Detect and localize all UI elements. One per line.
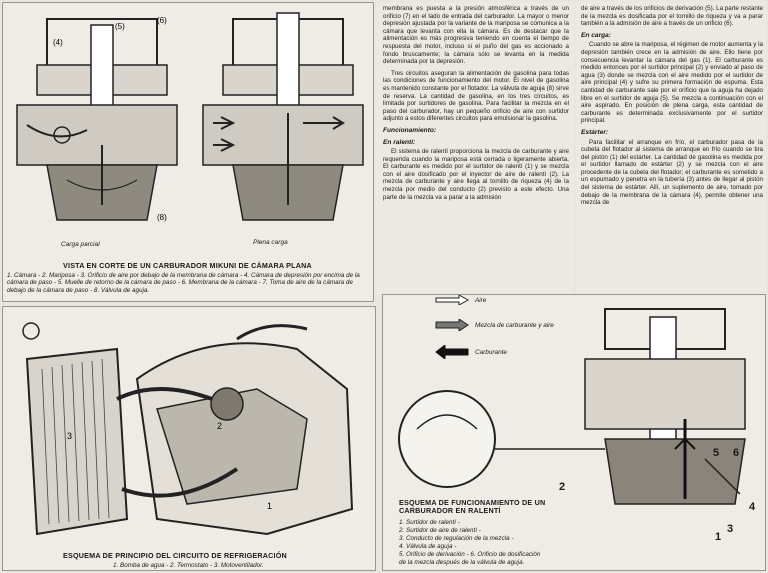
paragraph: Tres circuitos aseguran la alimentación … [383,69,569,123]
full-load-label: Plena carga [253,239,288,246]
legend-label: Aire [475,296,487,304]
outline-arrow-icon [435,295,469,305]
idle-item-1: 1. Surtidor de ralentí - [399,519,460,526]
column-2-content: de aire a través de los orificios de der… [581,5,763,211]
hatched-arrow-icon [435,319,469,331]
paragraph: de aire a través de los orificios de der… [581,5,763,28]
svg-text:3: 3 [67,431,72,441]
legend-label: Carburante [475,348,507,356]
figure-carburetor-cross-section: (5) (6) (4) (8) Carga parcial Plena carg… [2,2,374,302]
callout-number: 3 [727,523,734,535]
idle-figure-title: ESQUEMA DE FUNCIONAMIENTO DE UN CARBURAD… [399,498,546,515]
text-column-right: de aire a través de los orificios de der… [576,2,766,294]
subsection-heading: En ralentí: [383,138,416,146]
paragraph: Para facilitar el arranque en frío, el c… [581,138,763,207]
legend-item-fuel: Carburante [435,345,507,359]
section-heading: Estárter: [581,128,609,136]
svg-text:(5): (5) [115,22,125,31]
callout-number: 5 [713,447,720,459]
callout-number: 2 [559,481,566,493]
section-heading: Funcionamiento: [383,126,437,134]
idle-item-3: 3. Conducto de regulación de la mezcla - [399,535,514,542]
callout-number: 1 [715,531,722,543]
cooling-figure-caption: 1. Bomba de agua - 2. Termostato - 3. Mo… [113,562,264,569]
legend-label: Mezcla de carburante y aire [475,321,554,329]
svg-text:(8): (8) [157,213,167,222]
paragraph: Cuando se abre la mariposa, el régimen d… [581,41,763,125]
idle-item-2: 2. Surtidor de aire de ralentí - [399,527,481,534]
svg-text:1: 1 [267,501,272,511]
idle-item-5: 5. Orificio de derivación - 6. Orificio … [399,551,541,558]
column-1-content: membrana es puesta a la presión atmosfér… [383,5,569,205]
section-heading: En carga: [581,31,612,39]
paragraph: membrana es puesta a la presión atmosfér… [383,5,569,66]
paragraph: El sistema de ralentí proporciona la mez… [383,148,569,201]
figure-cooling-circuit: 2 3 1 ESQUEMA DE PRINCIPIO DEL CIRCUITO … [2,306,376,571]
figure-title: VISTA EN CORTE DE UN CARBURADOR MIKUNI D… [63,261,312,270]
svg-text:(6): (6) [157,16,167,25]
cooling-figure-title: ESQUEMA DE PRINCIPIO DEL CIRCUITO DE REF… [63,551,287,560]
callout-number: 4 [749,501,756,513]
legend-item-air: Aire [435,295,486,305]
svg-text:2: 2 [217,421,222,431]
idle-item-6: de la mezcla después de la válvula de ag… [399,559,525,566]
carburetor-full-load-drawing [202,12,364,221]
partial-load-label: Carga parcial [61,241,100,248]
figure-caption: 1. Cámara - 2. Mariposa - 3. Orificio de… [7,272,360,294]
svg-text:(4): (4) [53,38,63,47]
callout-number: 6 [733,447,740,459]
solid-arrow-icon [435,345,469,359]
figure-idle-carburetor: Aire Mezcla de carburante y aire Carbura… [382,294,766,571]
carburetor-partial-load-drawing: (5) (6) (4) (8) [16,16,178,222]
idle-item-4: 4. Válvula de aguja - [399,543,457,550]
legend-item-mixture: Mezcla de carburante y aire [435,319,554,331]
idle-carburetor-drawing [398,308,746,505]
engine-cooling-drawing: 2 3 1 [22,322,354,536]
text-column-left: membrana es puesta a la presión atmosfér… [376,2,574,294]
